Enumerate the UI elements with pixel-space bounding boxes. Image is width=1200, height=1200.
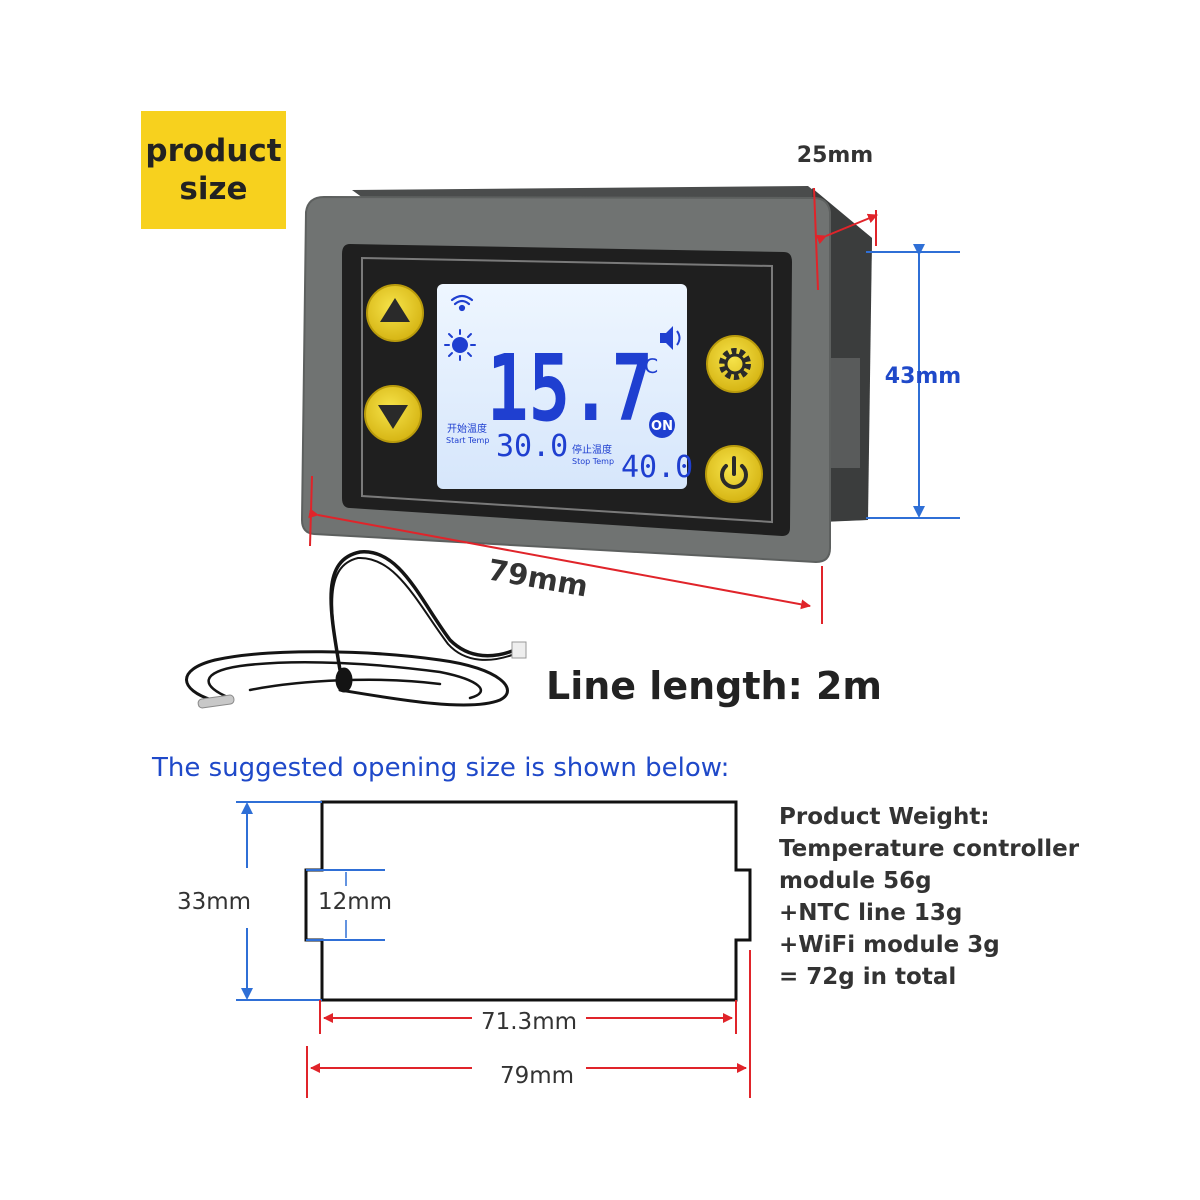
controller-device: 15.7 ℃ ON 开始温度 Start Temp 30.0 停止温度 Stop… bbox=[300, 186, 872, 564]
start-label-en: Start Temp bbox=[446, 436, 489, 445]
start-temperature: 30.0 bbox=[496, 429, 568, 464]
stop-label-en: Stop Temp bbox=[572, 457, 614, 466]
line-length-label: Line length: 2m bbox=[546, 664, 883, 708]
product-size-badge: product size bbox=[141, 111, 286, 229]
opening-tab-label: 12mm bbox=[318, 889, 392, 915]
opening-outer-width-label: 79mm bbox=[500, 1063, 574, 1089]
temperature-unit: ℃ bbox=[636, 354, 658, 378]
stop-temperature: 40.0 bbox=[621, 450, 693, 485]
start-label-cn: 开始温度 bbox=[447, 422, 487, 435]
sun-icon bbox=[444, 329, 476, 361]
power-button[interactable] bbox=[705, 445, 763, 503]
gear-icon bbox=[719, 348, 751, 380]
badge-line-1: product bbox=[145, 133, 282, 169]
up-button[interactable] bbox=[366, 284, 424, 342]
probe-tip bbox=[197, 694, 235, 709]
weight-line: +WiFi module 3g bbox=[779, 932, 1000, 958]
lcd-screen bbox=[437, 284, 687, 489]
depth-label: 25mm bbox=[797, 143, 873, 168]
opening-title: The suggested opening size is shown belo… bbox=[152, 753, 730, 783]
badge-line-2: size bbox=[179, 171, 248, 207]
main-temperature: 15.7 bbox=[487, 336, 653, 442]
ntc-probe-cable bbox=[185, 550, 517, 707]
device-dimension-lines bbox=[308, 187, 960, 624]
opening-dimension-lines bbox=[236, 801, 751, 1098]
on-badge bbox=[649, 412, 675, 438]
side-clip bbox=[828, 358, 860, 468]
opening-height-label: 33mm bbox=[177, 889, 251, 915]
probe-connector bbox=[511, 641, 527, 659]
width-label: 79mm bbox=[485, 553, 590, 604]
power-icon bbox=[720, 456, 748, 489]
weight-line: +NTC line 13g bbox=[779, 900, 963, 926]
settings-button[interactable] bbox=[706, 335, 764, 393]
weight-line: Temperature controller bbox=[779, 836, 1080, 862]
up-arrow-icon bbox=[380, 298, 410, 322]
speaker-icon bbox=[660, 326, 681, 350]
wifi-icon bbox=[450, 294, 474, 312]
stop-label-cn: 停止温度 bbox=[572, 443, 612, 456]
opening-inner-width-label: 71.3mm bbox=[481, 1009, 577, 1035]
down-arrow-icon bbox=[378, 405, 408, 429]
weight-line: module 56g bbox=[779, 868, 932, 894]
weight-info: Product Weight: Temperature controller m… bbox=[779, 801, 1079, 993]
weight-line: = 72g in total bbox=[779, 964, 957, 990]
down-button[interactable] bbox=[364, 385, 422, 443]
height-label: 43mm bbox=[885, 364, 961, 389]
on-badge-label: ON bbox=[651, 419, 673, 434]
weight-line: Product Weight: bbox=[779, 804, 990, 830]
